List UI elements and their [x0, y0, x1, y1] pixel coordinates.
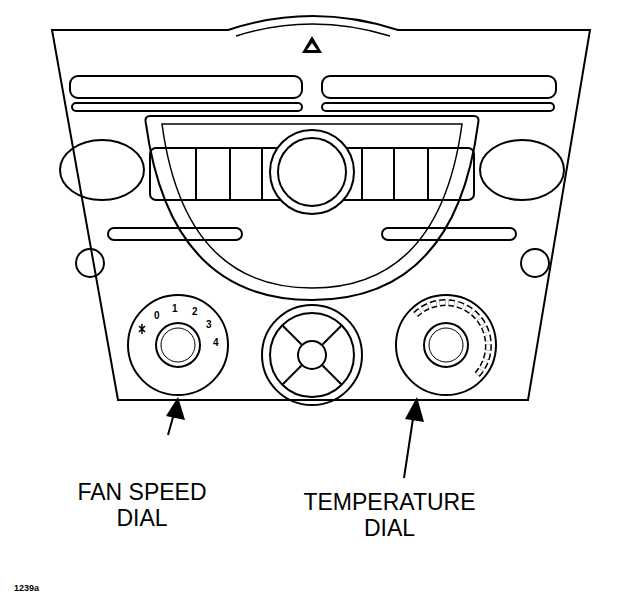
arrowhead	[405, 397, 424, 422]
arrowhead	[166, 397, 185, 420]
speed-number: 2	[191, 307, 199, 317]
panel-outline	[52, 16, 590, 400]
leader-line	[404, 412, 414, 478]
speed-number: 1	[171, 304, 179, 314]
hazard-symbol	[302, 36, 322, 53]
speed-number: 0	[153, 311, 161, 321]
callout-label: TEMPERATURE DIAL	[282, 489, 497, 542]
speed-number: 4	[212, 338, 220, 348]
speed-number: 3	[205, 320, 213, 330]
temperature-dial	[396, 295, 496, 395]
air-vent	[262, 305, 362, 405]
callout-label: FAN SPEED DIAL	[57, 479, 227, 532]
figure-code: 1239a	[14, 583, 39, 593]
fan-dial	[128, 295, 228, 395]
